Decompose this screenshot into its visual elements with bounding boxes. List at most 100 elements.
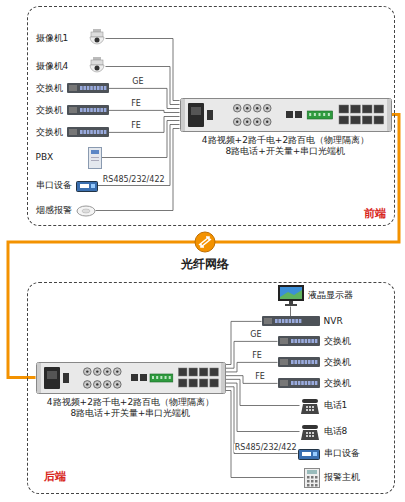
serial-device-icon	[76, 179, 98, 193]
device-icon	[278, 357, 320, 367]
pbx-device: PBX	[36, 147, 102, 169]
device-icon	[88, 57, 106, 77]
signal-wire	[226, 362, 278, 372]
alarm-host-device: 报警主机	[304, 468, 360, 488]
switch-icon	[262, 316, 320, 326]
device-label: 摄像机1	[36, 33, 84, 44]
phone-device: 电话8	[300, 423, 348, 441]
switch-device: 交换机	[36, 105, 109, 116]
switch-device: 交换机	[36, 83, 109, 94]
device-icon	[304, 468, 320, 488]
region-title: 后端	[44, 470, 66, 483]
smoke-detector-icon	[76, 205, 96, 217]
device-label: 交换机	[324, 336, 351, 347]
fiber-icon	[195, 232, 215, 252]
signal-wire	[106, 39, 180, 101]
device-label: NVR	[324, 316, 343, 327]
network-label: 光纤网络	[179, 256, 231, 273]
dome-camera-icon	[88, 57, 106, 77]
wire-label: FE	[130, 100, 142, 109]
device-icon	[67, 105, 109, 115]
device-label: PBX	[36, 152, 84, 163]
signal-wire	[226, 383, 300, 431]
wire-label: RS485/232/422	[234, 444, 298, 453]
nvr-device: NVR	[262, 316, 343, 327]
signal-wire	[98, 125, 180, 186]
wire-label: RS485/232/422	[102, 176, 166, 185]
device-label: 液晶显示器	[308, 290, 353, 301]
pbx-icon	[88, 147, 102, 169]
region-title: 前端	[364, 207, 386, 220]
device-icon	[278, 336, 320, 346]
signal-wire	[290, 307, 291, 317]
optical-terminal: 4路视频+2路千电+2路百电（物理隔离） 8路电话+开关量+串口光端机	[180, 98, 392, 158]
device-icon	[300, 423, 320, 441]
monitor-device: 液晶显示器	[278, 285, 353, 307]
region-frame: 后端 4路视频+2路千电+2路百电（物理隔离） 8路电话+开关量+串口光端机 液晶显…	[27, 282, 395, 494]
device-icon	[67, 127, 109, 137]
device-label: 交换机	[324, 378, 351, 389]
fiber-arrows	[199, 237, 211, 247]
wire-label: GE	[131, 78, 144, 87]
switch-icon	[67, 83, 109, 93]
switch-icon	[278, 357, 320, 367]
device-icon	[298, 447, 320, 461]
device-icon	[278, 378, 320, 388]
signal-wire	[226, 387, 298, 454]
device-icon	[76, 205, 96, 217]
device-icon	[88, 29, 106, 49]
signal-wire	[106, 67, 180, 105]
camera-device: 摄像机4	[36, 57, 106, 77]
device-label: 烟感报警	[36, 205, 72, 216]
signal-wire	[109, 117, 180, 133]
smoke-alarm-device: 烟感报警	[36, 205, 96, 217]
wire-label: GE	[249, 331, 262, 340]
switch-icon	[67, 105, 109, 115]
wire-label: FE	[251, 352, 263, 361]
switch-icon	[278, 378, 320, 388]
switch-icon	[278, 336, 320, 346]
dome-camera-icon	[88, 29, 106, 49]
switch-device: 交换机	[278, 357, 351, 368]
signal-wire	[109, 110, 180, 112]
serial-device-icon	[298, 447, 320, 461]
fiber-link	[8, 115, 399, 378]
region-frame: 前端 4路视频+2路千电+2路百电（物理隔离） 8路电话+开关量+串口光端机 摄像机…	[27, 6, 395, 226]
device-icon	[278, 285, 304, 307]
device-label: 交换机	[36, 83, 63, 94]
serial-device: 串口设备	[36, 179, 98, 193]
device-caption: 4路视频+2路千电+2路百电（物理隔离） 8路电话+开关量+串口光端机	[47, 397, 215, 420]
device-icon	[67, 83, 109, 93]
serial-device: 串口设备	[298, 447, 360, 461]
switch-device: 交换机	[36, 127, 109, 138]
signal-wire	[96, 129, 180, 211]
switch-device: 交换机	[278, 336, 351, 347]
device-label: 交换机	[324, 357, 351, 368]
monitor-icon	[278, 285, 304, 307]
switch-icon	[67, 127, 109, 137]
device-icon	[76, 179, 98, 193]
signal-wire	[102, 121, 180, 158]
camera-device: 摄像机1	[36, 29, 106, 49]
device-icon	[300, 397, 320, 415]
device-icon	[262, 316, 320, 326]
phone-device: 电话1	[300, 397, 348, 415]
device-icon	[88, 147, 102, 169]
signal-wire	[226, 341, 278, 368]
device-label: 交换机	[36, 127, 63, 138]
signal-wire	[226, 391, 304, 478]
device-label: 电话1	[324, 400, 348, 411]
wire-label: FE	[130, 122, 142, 131]
device-label: 串口设备	[36, 180, 72, 191]
wire-label: FE	[254, 373, 266, 382]
phone-icon	[300, 397, 320, 415]
device-label: 交换机	[36, 105, 63, 116]
optical-terminal: 4路视频+2路千电+2路百电（物理隔离） 8路电话+开关量+串口光端机	[36, 362, 226, 420]
phone-icon	[300, 423, 320, 441]
alarm-host-icon	[304, 468, 320, 488]
switch-device: 交换机	[278, 378, 351, 389]
signal-wire	[109, 88, 180, 108]
device-label: 摄像机4	[36, 61, 84, 72]
device-caption: 4路视频+2路千电+2路百电（物理隔离） 8路电话+开关量+串口光端机	[202, 135, 370, 158]
